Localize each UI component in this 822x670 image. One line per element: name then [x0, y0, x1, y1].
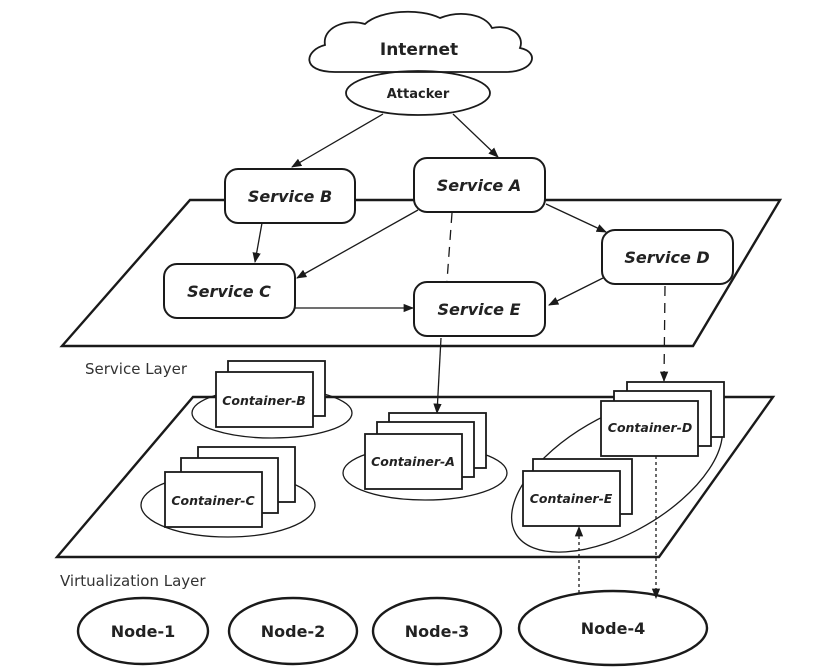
edge-service-a-service-e — [446, 212, 453, 282]
service-layer-label: Service Layer — [85, 360, 188, 378]
container-c-label: Container-C — [171, 493, 255, 508]
container-e[interactable]: Container-E — [522, 458, 633, 527]
edge-service-e-container-a — [433, 337, 442, 415]
internet-label: Internet — [380, 40, 458, 60]
service-c[interactable]: Service C — [163, 263, 296, 319]
virtualization-layer-label: Virtualization Layer — [60, 572, 206, 590]
edge-attacker-service-a — [452, 113, 499, 158]
virtualization-layer-plane — [54, 395, 776, 559]
container-c[interactable]: Container-C — [164, 446, 296, 528]
node-4-label: Node-4 — [581, 619, 645, 638]
service-b[interactable]: Service B — [224, 168, 356, 224]
container-d[interactable]: Container-D — [600, 381, 725, 457]
node-3[interactable]: Node-3 — [371, 596, 503, 666]
container-b-label: Container-B — [222, 393, 306, 408]
edge-service-d-container-d — [659, 285, 669, 383]
container-d-label: Container-D — [608, 420, 692, 435]
service-a-label: Service A — [437, 176, 521, 195]
edge-service-d-service-e — [548, 277, 604, 306]
edge-service-b-service-c — [252, 222, 263, 264]
service-b-label: Service B — [248, 187, 332, 206]
service-layer-plane — [59, 198, 783, 348]
internet-cloud: Internet — [308, 10, 533, 73]
node-1[interactable]: Node-1 — [76, 596, 210, 666]
attacker-label: Attacker — [387, 87, 450, 102]
edge-service-a-service-c — [296, 209, 419, 279]
edge-service-a-service-d — [545, 203, 607, 233]
node-2-label: Node-2 — [261, 622, 325, 641]
service-e-label: Service E — [437, 300, 520, 319]
container-b[interactable]: Container-B — [215, 360, 326, 428]
service-d[interactable]: Service D — [601, 229, 734, 285]
node-1-label: Node-1 — [111, 622, 175, 641]
node-4[interactable]: Node-4 — [517, 589, 709, 667]
service-d-label: Service D — [624, 248, 709, 267]
node-3-label: Node-3 — [405, 622, 469, 641]
node-2[interactable]: Node-2 — [227, 596, 359, 666]
container-a-label: Container-A — [371, 454, 455, 469]
service-e[interactable]: Service E — [413, 281, 546, 337]
container-a[interactable]: Container-A — [364, 412, 487, 490]
edge-attacker-service-b — [291, 113, 384, 168]
service-a[interactable]: Service A — [413, 157, 546, 213]
service-c-label: Service C — [187, 282, 271, 301]
container-e-label: Container-E — [530, 491, 613, 506]
attacker-node[interactable]: Attacker — [345, 70, 491, 116]
